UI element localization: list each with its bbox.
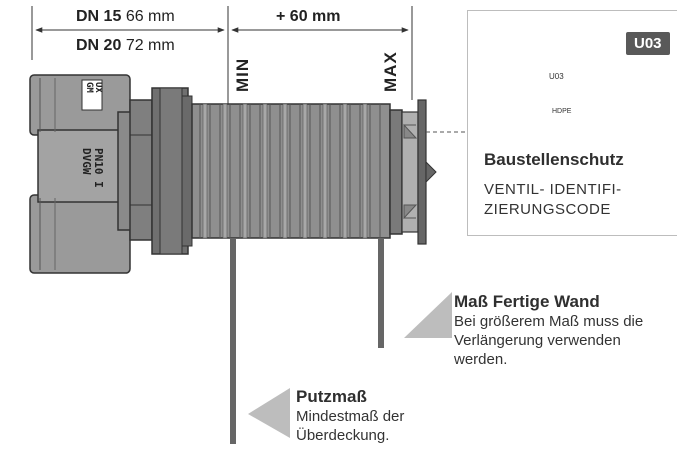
pipe-marking-line1: PN10 I [92, 148, 105, 188]
fitting-stamp: UX GM [84, 82, 103, 93]
pipe-marking-line2: DVGW [80, 148, 93, 175]
wall-pointer [404, 292, 452, 338]
dimension-lines [31, 6, 413, 110]
min-label: MIN [233, 57, 252, 92]
cap-logo: TECE [540, 46, 571, 57]
dn20-value: 72 mm [125, 37, 175, 54]
inset-body: VENTIL- IDENTIFI- ZIERUNGSCODE [484, 181, 622, 218]
max-label: MAX [381, 51, 400, 92]
dn15-dimension: DN 15 66 mm [76, 8, 175, 26]
plaster-callout-title: Putzmaß [296, 387, 367, 406]
plaster-callout-body: Mindestmaß der Überdeckung. [296, 408, 405, 444]
fitting-stamp-2: GM [84, 82, 94, 93]
code-badge: U03 [626, 32, 670, 55]
pipe-fitting [29, 74, 193, 274]
cap-code: U03 [549, 72, 564, 81]
dn20-dimension: DN 20 72 mm [76, 37, 175, 55]
extension-sleeve [191, 103, 391, 239]
wall-bar [378, 238, 384, 348]
inset-title: Baustellenschutz [484, 150, 624, 169]
dn20-label: DN 20 [76, 37, 122, 54]
extension-dimension: + 60 mm [276, 8, 340, 26]
plaster-bar [230, 238, 236, 444]
cap-material: HDPE [552, 108, 572, 115]
extension-label: + 60 mm [276, 8, 341, 25]
fitting-stamp-1: UX [93, 82, 103, 93]
wall-callout-body: Bei größerem Maß muss die Verlängerung v… [454, 313, 644, 368]
pipe-marking: PN10 I DVGW [80, 148, 105, 188]
plaster-pointer [248, 388, 290, 438]
dn15-label: DN 15 [76, 8, 122, 25]
protection-cap [389, 99, 437, 245]
wall-callout-title: Maß Fertige Wand [454, 292, 600, 311]
dn15-value: 66 mm [125, 8, 175, 25]
